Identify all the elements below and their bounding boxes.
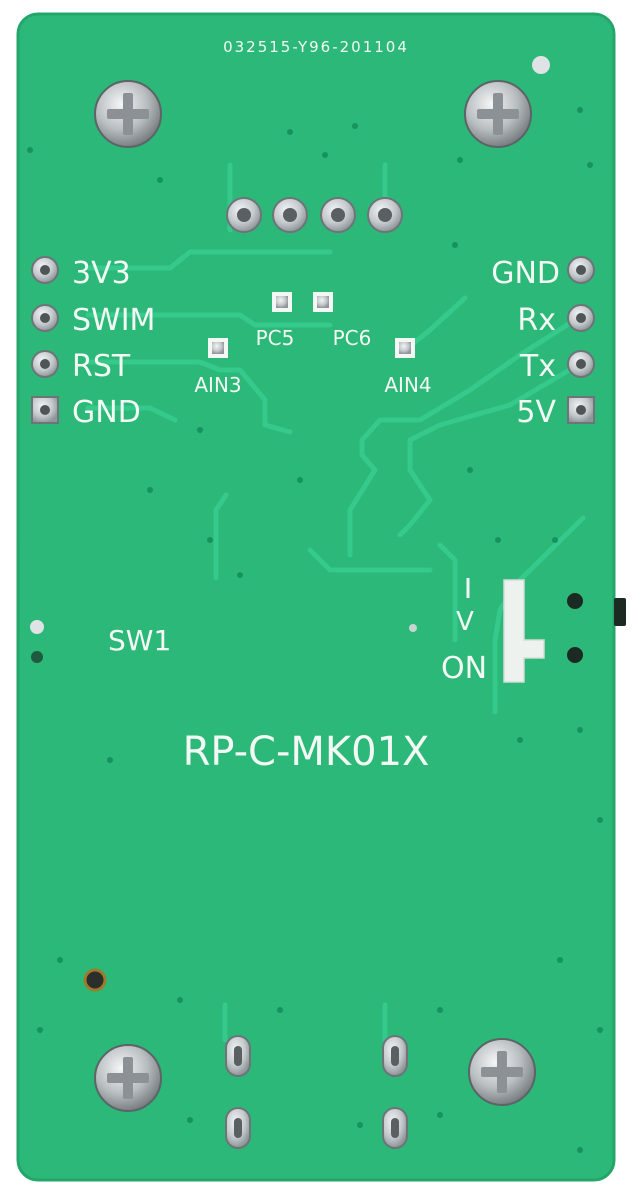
usb-shell-pads	[83, 968, 408, 1149]
pad-label-pc5: PC5	[256, 326, 295, 350]
model-name: RP-C-MK01X	[183, 729, 430, 775]
pin-label-gnd-left: GND	[72, 395, 141, 430]
pad-label-pc6: PC6	[333, 326, 372, 350]
screw-bottom-left	[94, 1044, 162, 1112]
top-header-pads	[226, 197, 403, 233]
screw-top-left	[94, 80, 162, 148]
mounting-hole-small	[532, 56, 550, 74]
pad-label-ain4: AIN4	[384, 373, 431, 397]
left-header: 3V3 SWIM RST GND	[31, 256, 155, 430]
pad-label-ain3: AIN3	[194, 373, 241, 397]
screw-bottom-right	[468, 1038, 536, 1106]
pin-label-tx: Tx	[519, 349, 556, 384]
right-header: GND Rx Tx 5V	[491, 256, 595, 430]
copper-traces	[85, 162, 586, 1043]
switch-mark: V	[456, 607, 474, 637]
pin-label-rst: RST	[72, 349, 131, 384]
vias	[27, 107, 603, 1153]
test-pads: PC5 PC6 AIN3 AIN4	[194, 292, 432, 397]
serial-number: 032515-Y96-201104	[223, 38, 409, 56]
pin-label-rx: Rx	[517, 303, 556, 338]
switch-on-label: ON	[441, 651, 487, 686]
pin-label-swim: SWIM	[72, 303, 155, 338]
pin-label-5v: 5V	[516, 395, 556, 430]
switch-label: SW1	[108, 624, 171, 657]
screw-top-right	[464, 80, 532, 148]
pin-label-gnd-right: GND	[491, 256, 560, 291]
pin-label-3v3: 3V3	[72, 256, 131, 291]
pcb-substrate	[16, 12, 616, 1182]
switch-area: SW1 V ON	[30, 578, 626, 686]
